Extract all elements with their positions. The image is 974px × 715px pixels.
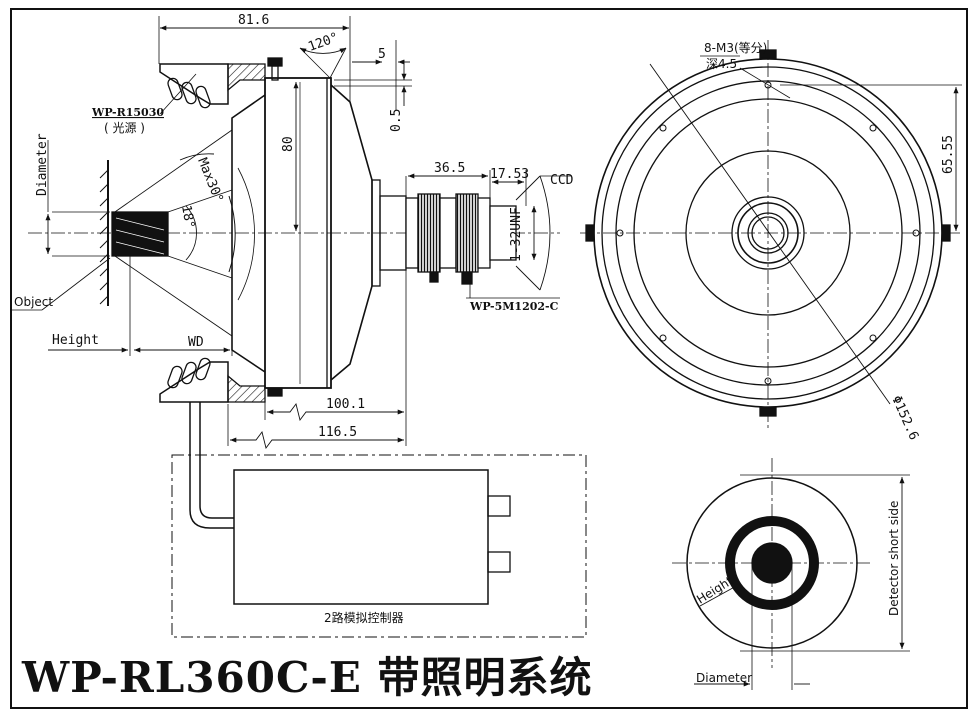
light-source-leader (159, 73, 197, 115)
light-source-model: WP-R15030 (91, 106, 164, 119)
light-source-cn: ( 光源 ) (104, 121, 145, 135)
label-diameter-left: Diameter (35, 133, 50, 196)
dim-65-55: 65.55 (941, 135, 956, 174)
drawing-border (10, 8, 968, 709)
label-object: Object (14, 295, 53, 309)
dim-phi-152-6: Φ152.6 (888, 394, 921, 443)
label-height: Height (52, 333, 99, 348)
dim-18: 18° (178, 204, 197, 230)
front-depth: 深4.5 (706, 57, 737, 71)
label-diameter-image: Diameter (696, 671, 752, 685)
dim-100-1: 100.1 (326, 397, 365, 412)
side-view (12, 16, 560, 529)
dim-36-5: 36.5 (434, 161, 465, 176)
dim-0-5: 0.5 (389, 109, 404, 132)
lens-assembly (405, 170, 572, 299)
dim-17-53: 17.53 (490, 167, 529, 182)
dim-5: 5 (378, 47, 386, 62)
dim-116-5: 116.5 (318, 425, 357, 440)
front-view (580, 40, 962, 428)
label-wd: WD (188, 335, 204, 350)
controller-box (171, 454, 587, 638)
image-view (672, 458, 910, 690)
front-holes: 8-M3(等分) (704, 41, 767, 55)
dim-81-6: 81.6 (238, 13, 269, 28)
label-detector-short-side: Detector short side (887, 501, 901, 616)
controller-label: 2路模拟控制器 (324, 610, 404, 625)
dim-angle-120: 120° (306, 30, 341, 55)
dim-max30: Max30° (194, 156, 226, 205)
lens-thread: 1-32UNF (509, 207, 524, 262)
lens-model: WP-5M1202-C (469, 300, 559, 313)
dim-80: 80 (281, 136, 296, 152)
label-ccd: CCD (550, 173, 574, 188)
drawing-title: WP-RL360C-E 带照明系统 (22, 653, 593, 702)
